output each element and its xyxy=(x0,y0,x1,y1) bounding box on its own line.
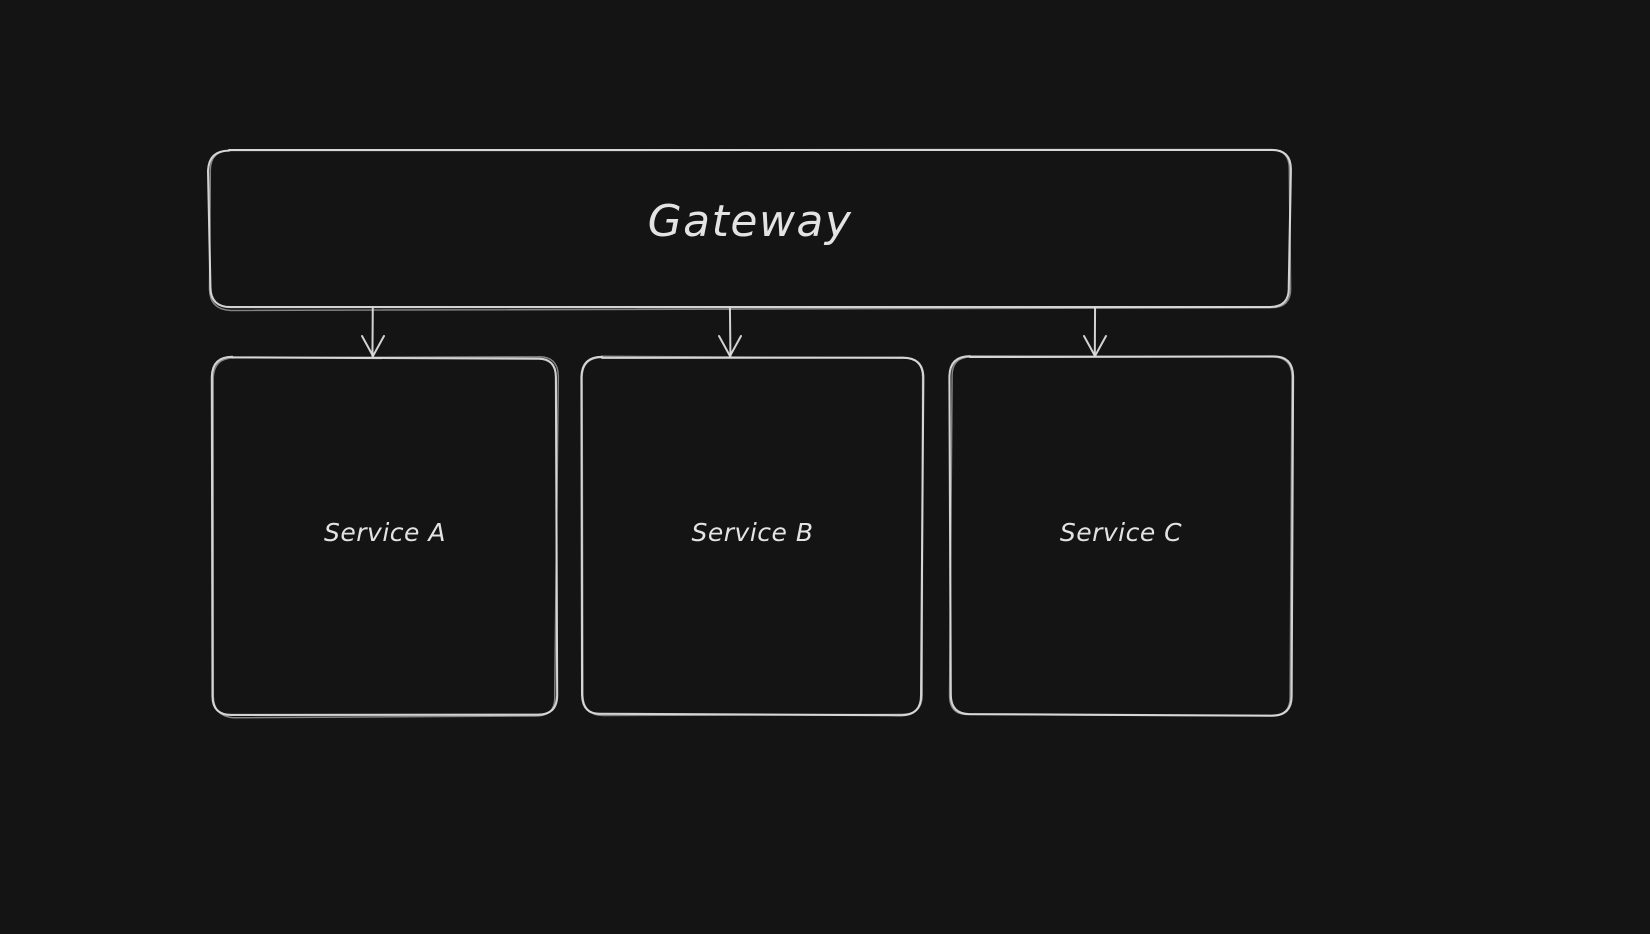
edges-layer xyxy=(361,307,1107,357)
node-label-service-b: Service B xyxy=(691,518,814,547)
edge-edge-gateway-service-a[interactable] xyxy=(361,307,385,357)
edge-edge-gateway-service-b[interactable] xyxy=(718,307,742,357)
node-label-service-a: Service A xyxy=(324,518,446,547)
edge-edge-gateway-service-c[interactable] xyxy=(1083,307,1107,357)
node-label-gateway: Gateway xyxy=(647,196,853,247)
shapes-layer xyxy=(206,148,1295,719)
node-shape-service-c[interactable] xyxy=(948,355,1295,717)
node-shape-service-a[interactable] xyxy=(210,355,560,719)
node-label-service-c: Service C xyxy=(1059,518,1183,547)
node-shape-gateway[interactable] xyxy=(206,148,1292,312)
node-shape-service-b[interactable] xyxy=(580,355,925,717)
